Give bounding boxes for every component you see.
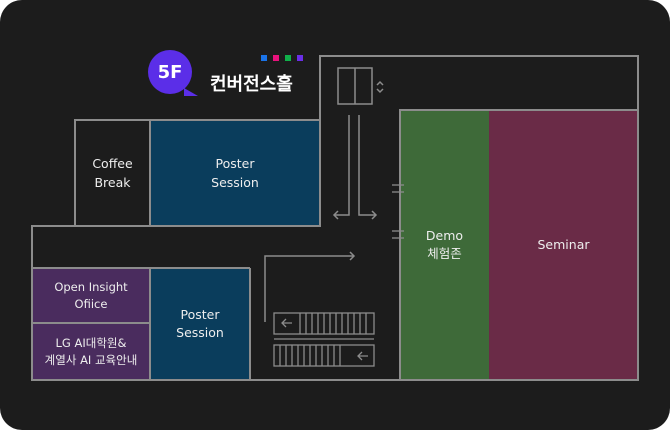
dot-blue: [261, 55, 267, 61]
room-label: Demo 체험존: [425, 227, 464, 261]
room-lg-ai[interactable]: LG AI대학원& 계열사 AI 교육안내: [32, 323, 150, 380]
room-poster-session-bottom[interactable]: Poster Session: [150, 268, 250, 380]
elevator-icon: [337, 67, 384, 105]
dot-purple: [297, 55, 303, 61]
room-demo[interactable]: Demo 체험존: [400, 110, 489, 380]
accent-dots: [261, 55, 303, 61]
room-seminar[interactable]: Seminar: [489, 110, 638, 380]
room-label: Open Insight Ofiice: [54, 279, 128, 311]
room-open-insight-office[interactable]: Open Insight Ofiice: [32, 268, 150, 323]
dot-pink: [273, 55, 279, 61]
floor-badge: 5F: [148, 50, 198, 96]
escalator-arrows: [264, 115, 378, 322]
stairs-icon: [273, 312, 375, 367]
room-label: Poster Session: [176, 306, 224, 340]
room-poster-session-top[interactable]: Poster Session: [150, 121, 320, 226]
hall-name: 컨버전스홀: [210, 74, 293, 95]
dot-green: [285, 55, 291, 61]
room-label: LG AI대학원& 계열사 AI 교육안내: [44, 335, 138, 367]
door-arrows-icon: [392, 184, 404, 239]
room-label: Coffee Break: [92, 156, 133, 190]
floor-number: 5F: [157, 61, 183, 83]
room-label: Poster Session: [211, 156, 259, 190]
room-coffee-break[interactable]: Coffee Break: [75, 121, 150, 226]
room-label: Seminar: [537, 236, 590, 252]
